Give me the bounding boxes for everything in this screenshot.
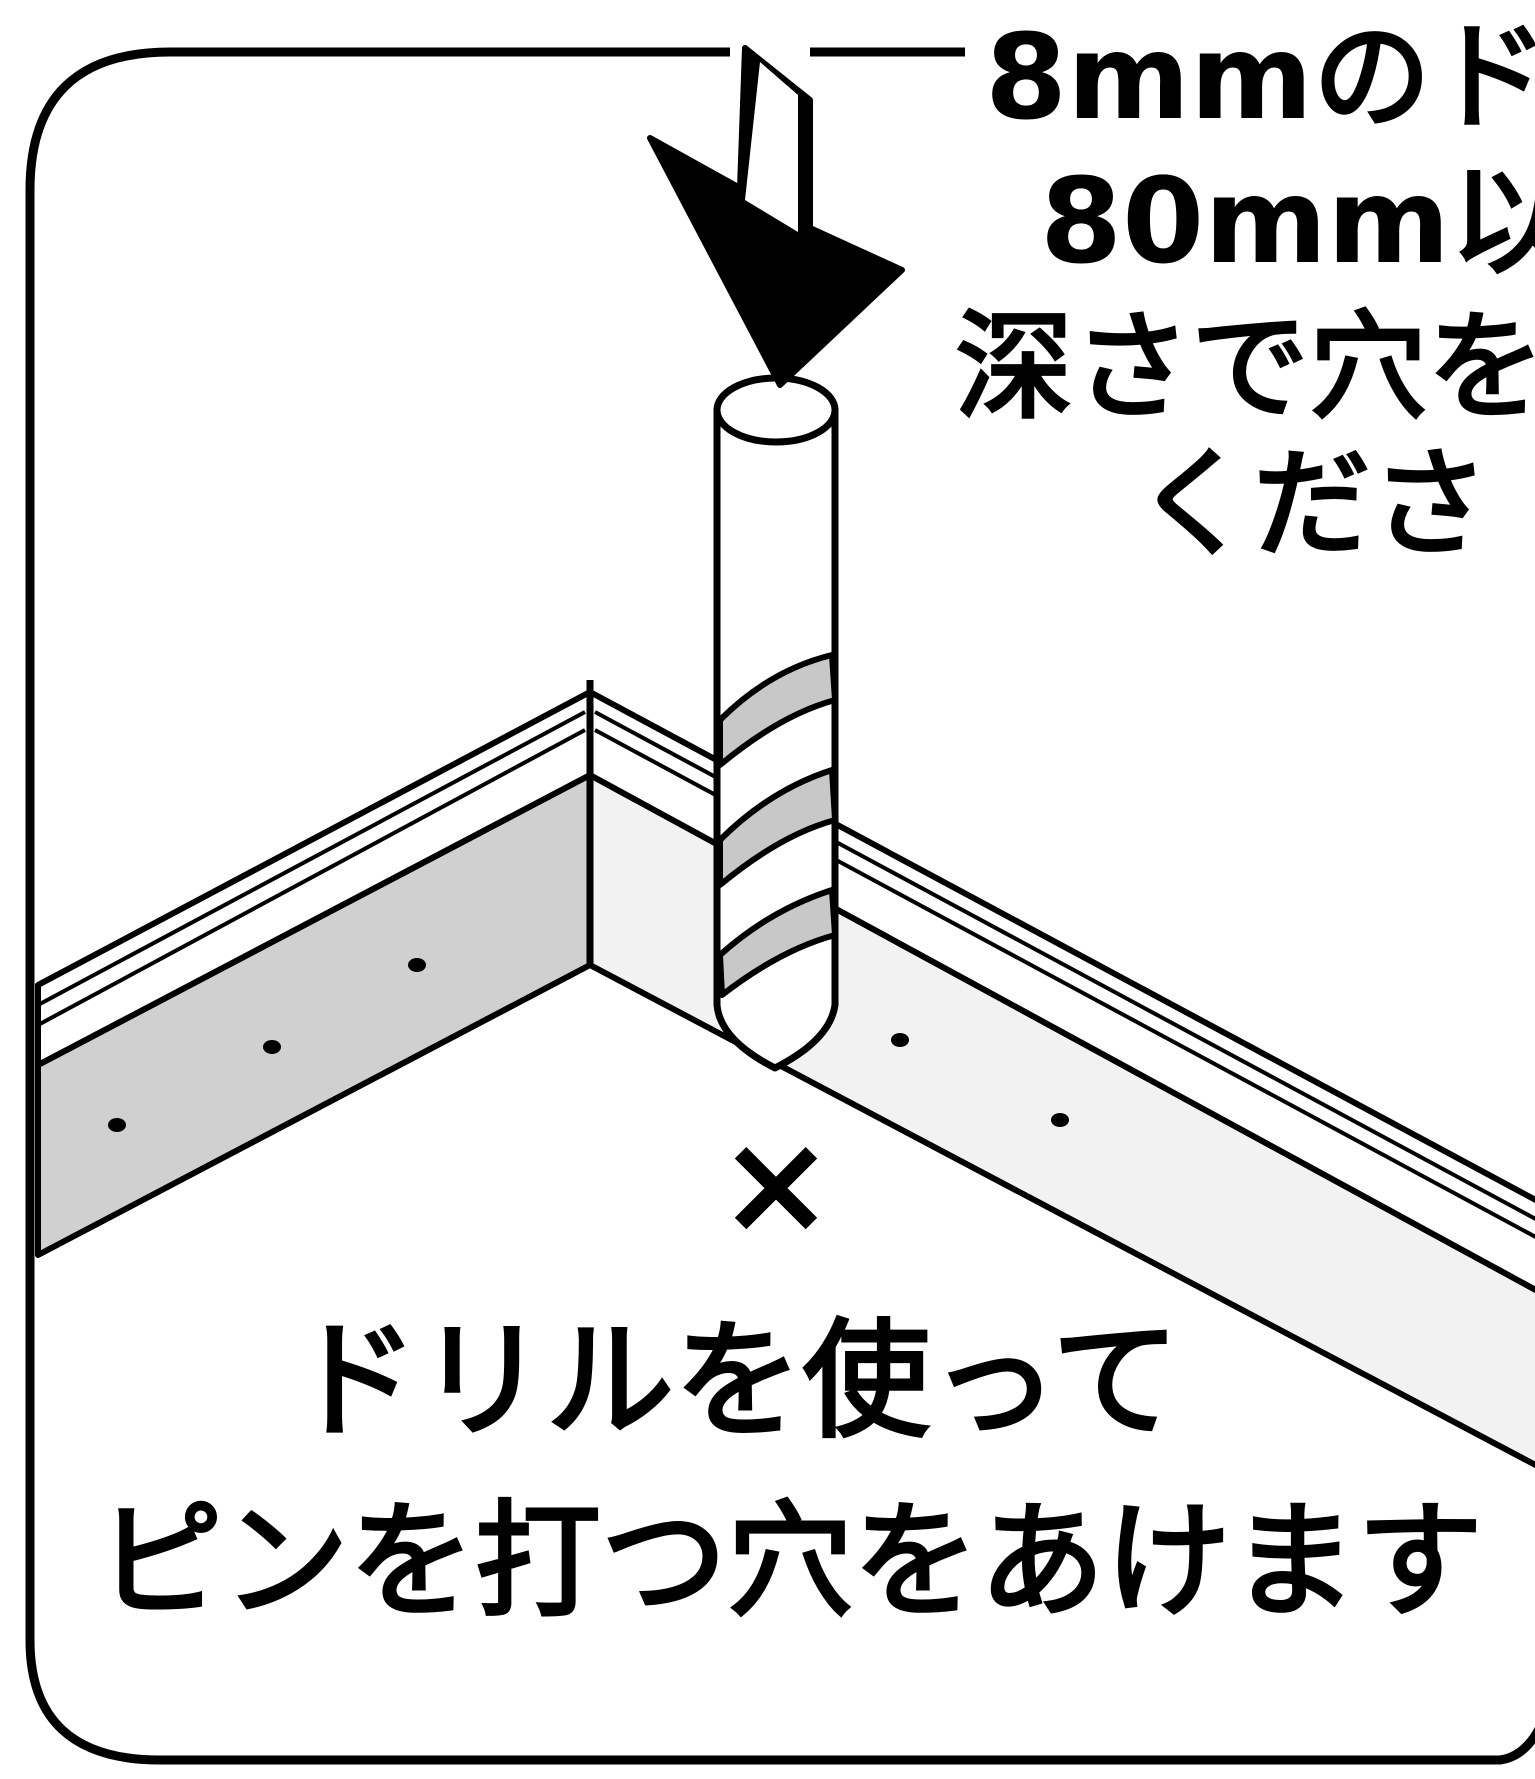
x-mark: × (717, 1103, 834, 1266)
drill-bit-icon (713, 374, 839, 1072)
callout-line-1: 8mmのド (985, 8, 1535, 146)
caption-line-2: ピンを打つ穴をあけます (97, 1488, 1483, 1635)
caption-line-1: ドリルを使って (290, 1307, 1180, 1456)
arrow-down-icon (647, 45, 905, 388)
callout-line-2: 80mm以 (1040, 152, 1535, 290)
pin-hole (108, 1118, 126, 1132)
pin-hole (891, 1033, 909, 1047)
pin-hole (408, 958, 426, 972)
pin-hole (263, 1040, 281, 1054)
callout-line-3: 深さで穴を (955, 298, 1535, 436)
callout-line-4: くださ (1135, 435, 1489, 573)
pin-hole (1051, 1113, 1069, 1127)
panel-frame (25, 47, 1535, 1765)
baseboard-left (35, 689, 593, 1258)
pin-holes (108, 958, 1069, 1132)
